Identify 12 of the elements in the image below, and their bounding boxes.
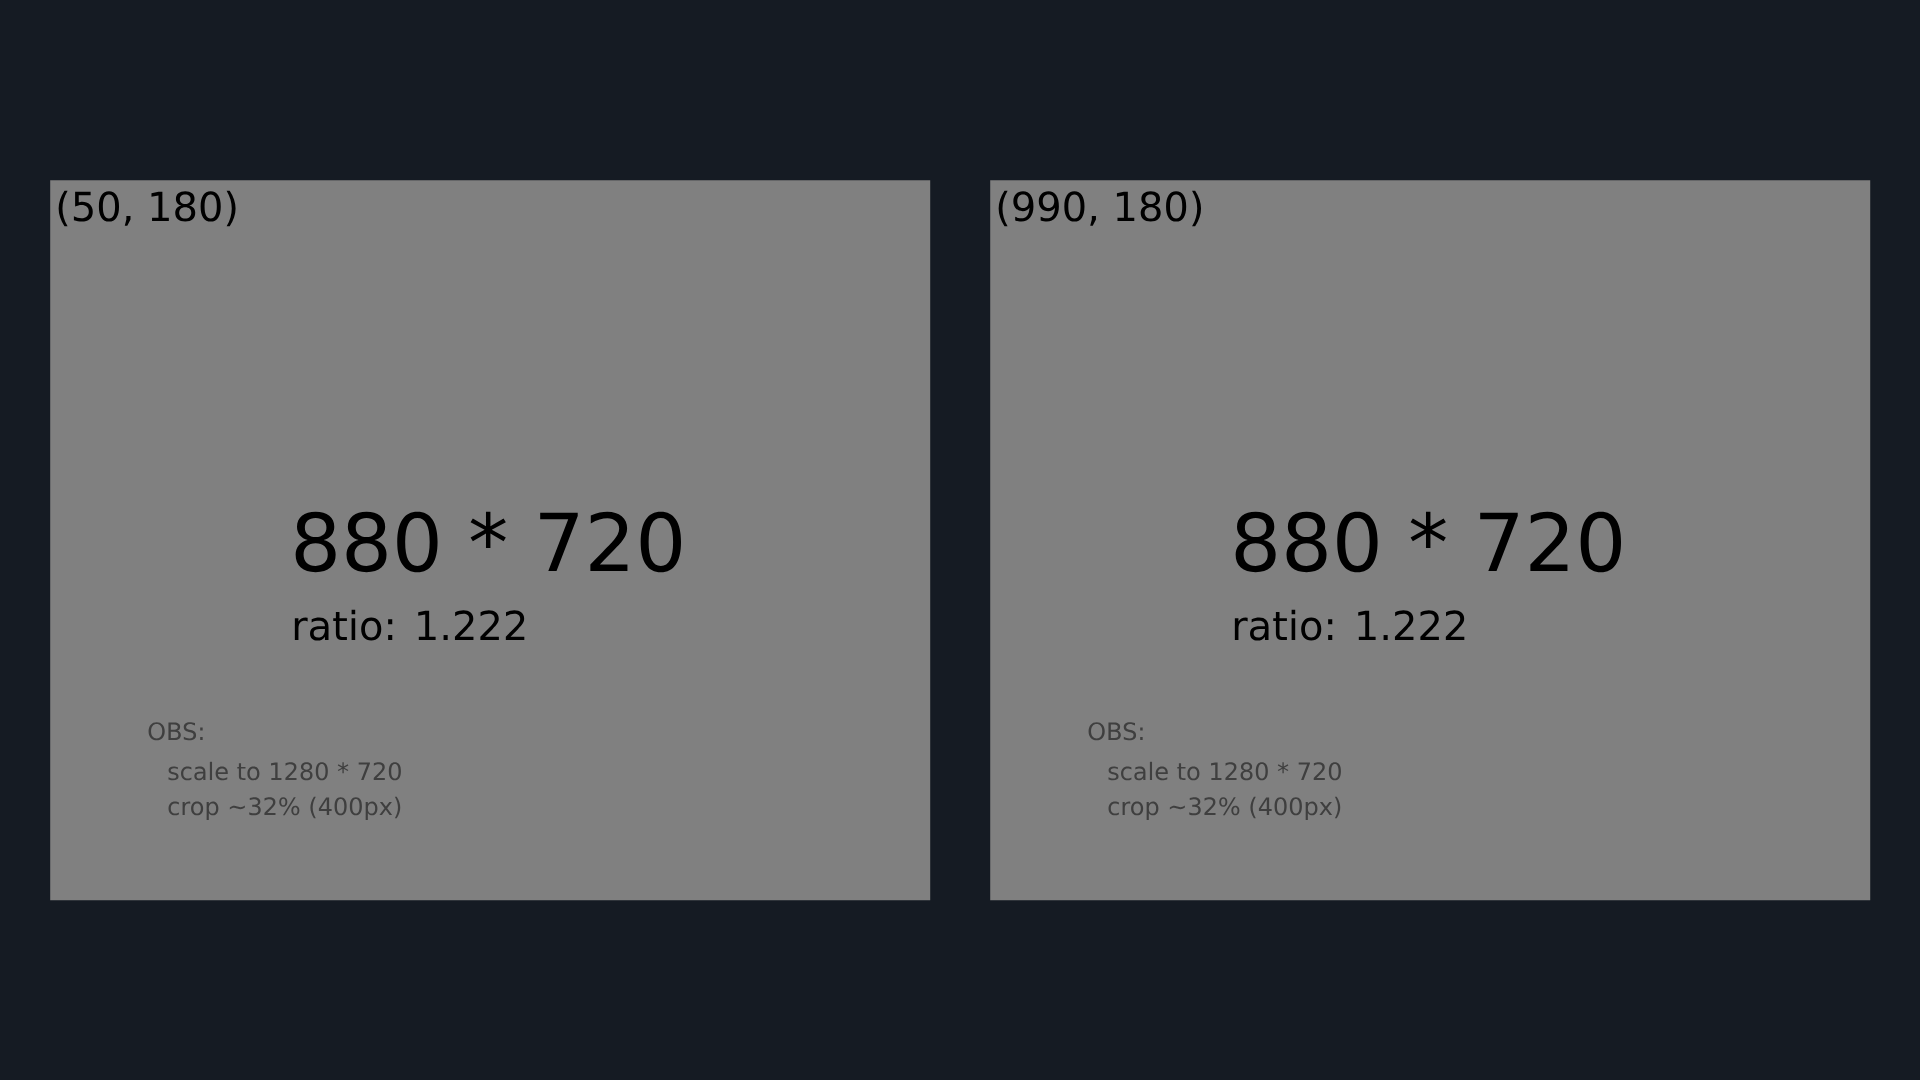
coordinate-label: (990, 180) bbox=[998, 190, 1201, 227]
ratio-label: ratio: 1.222 bbox=[294, 609, 525, 641]
size-label: 880 * 720 bbox=[1235, 511, 1621, 573]
note-text: crop ~32% (400px) bbox=[1108, 796, 1341, 820]
note-heading: OBS: bbox=[148, 722, 203, 741]
note-text: scale to 1280 * 720 bbox=[1108, 761, 1341, 781]
note-heading: OBS: bbox=[1088, 722, 1143, 741]
size-label: 880 * 720 bbox=[295, 511, 681, 573]
note-text: crop ~32% (400px) bbox=[168, 796, 401, 820]
coordinate-label: (50, 180) bbox=[58, 190, 236, 227]
note-text: scale to 1280 * 720 bbox=[168, 761, 401, 781]
ratio-label: ratio: 1.222 bbox=[1234, 609, 1465, 641]
